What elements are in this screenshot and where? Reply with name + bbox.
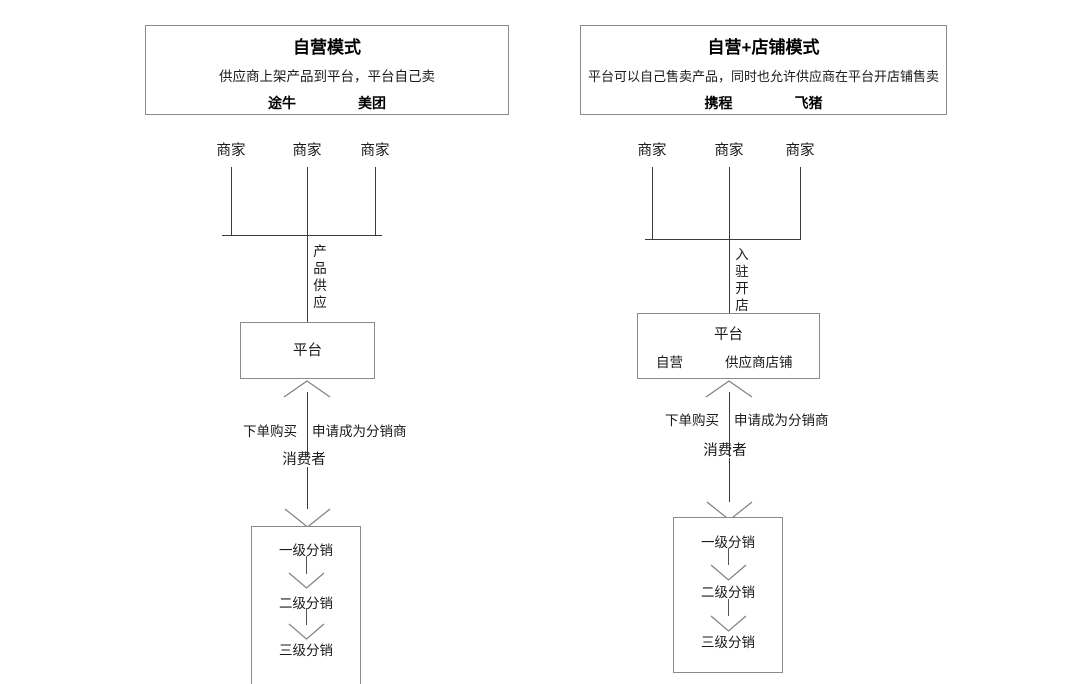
distribution-link-arrowhead [288,572,325,589]
order-purchase-label: 下单购买 [665,413,719,428]
platform-feed-line [307,235,308,322]
platform-box: 平台 自营 供应商店铺 [637,313,820,379]
merchant-flow-label: 产品供应 [313,244,327,310]
merchant-label: 商家 [360,143,390,159]
distribution-level-label: 二级分销 [279,596,333,611]
distribution-level-label: 一级分销 [279,543,333,558]
distribution-link-arrowhead [288,623,325,640]
merchant-label: 商家 [714,143,744,159]
distribution-link-line [728,599,729,616]
distribution-entry-arrowhead [284,508,332,528]
order-purchase-label: 下单购买 [243,424,297,439]
platform-title: 平台 [714,327,743,343]
distribution-level-label: 一级分销 [701,535,755,550]
distribution-level-label: 三级分销 [279,643,333,658]
apply-distributor-label: 申请成为分销商 [312,424,407,439]
header-brands: 途牛 美团 [146,96,508,110]
brand-label: 携程 [704,95,733,111]
distribution-link-line [306,556,307,574]
merchant-connector-line [307,167,308,235]
distribution-level-label: 二级分销 [701,585,755,600]
consumer-to-platform-line [729,392,730,457]
distribution-link-line [306,608,307,625]
consumer-to-platform-arrowhead [705,380,753,398]
platform-subitem-supplier-shop: 供应商店铺 [725,355,793,370]
merchant-connector-line [800,167,801,239]
merchant-connector-line [231,167,232,235]
header-card-self-operated: 自营模式 供应商上架产品到平台，平台自己卖 途牛 美团 [145,25,509,115]
header-description: 供应商上架产品到平台，平台自己卖 [219,69,435,84]
merchant-label: 商家 [216,143,246,159]
distribution-level-label: 三级分销 [701,635,755,650]
distribution-link-line [728,548,729,565]
consumer-to-distribution-line [729,458,730,502]
header-title: 自营模式 [293,38,361,57]
distribution-box: 一级分销 二级分销 三级分销 [673,517,783,673]
merchant-connector-line [729,167,730,239]
distribution-link-arrowhead [710,615,747,632]
consumer-to-platform-arrowhead [283,380,331,398]
merchant-connector-line [375,167,376,235]
merchant-label: 商家 [785,143,815,159]
platform-feed-line [729,239,730,313]
header-card-self-plus-shop: 自营+店铺模式 平台可以自己售卖产品，同时也允许供应商在平台开店铺售卖 携程 飞… [580,25,947,115]
platform-box: 平台 [240,322,375,379]
apply-distributor-label: 申请成为分销商 [734,413,829,428]
brand-label: 途牛 [268,95,296,111]
consumer-to-platform-line [307,392,308,457]
distribution-box: 一级分销 二级分销 三级分销 [251,526,361,684]
merchant-label: 商家 [292,143,322,159]
header-brands: 携程 飞猪 [581,96,946,110]
brand-label: 美团 [358,95,386,111]
platform-subitem-self-operated: 自营 [656,355,683,370]
consumer-label: 消费者 [282,452,326,468]
header-title: 自营+店铺模式 [707,38,820,57]
header-description: 平台可以自己售卖产品，同时也允许供应商在平台开店铺售卖 [587,69,939,84]
merchant-bus-line [222,235,382,236]
brand-label: 飞猪 [794,95,823,111]
merchant-label: 商家 [637,143,667,159]
consumer-to-distribution-line [307,467,308,509]
consumer-label: 消费者 [703,443,747,459]
merchant-bus-line [645,239,801,240]
distribution-link-arrowhead [710,564,747,581]
merchant-connector-line [652,167,653,239]
platform-title: 平台 [293,343,322,359]
merchant-flow-label: 入驻开店 [735,247,749,313]
